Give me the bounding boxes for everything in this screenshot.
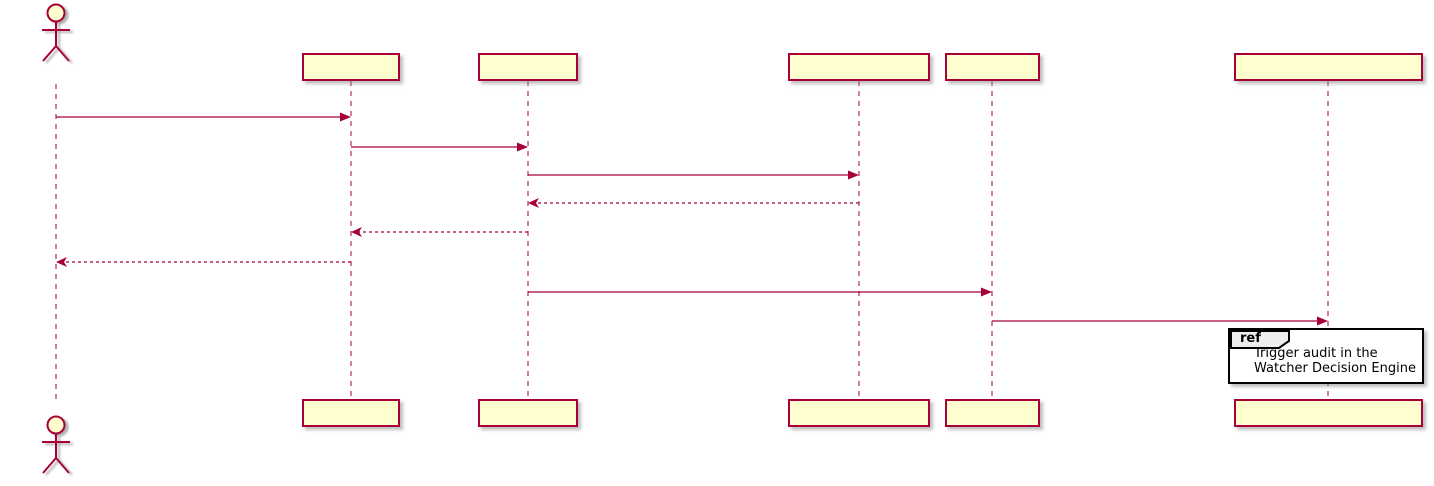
participant-watcher-decision-engine-top <box>1233 53 1423 81</box>
message-arrowhead-7 <box>1317 316 1328 326</box>
ref-keyword: ref <box>1240 331 1261 346</box>
participant-watcher-decision-engine-bottom <box>1233 399 1423 427</box>
ref-text-line-2: Watcher Decision Engine <box>1254 361 1416 376</box>
participant-watcher-cli-top <box>302 53 400 81</box>
ref-header-tab <box>1230 330 1290 349</box>
participant-watcher-api-bottom <box>478 399 578 427</box>
participant-amqp-bus-bottom <box>944 399 1040 427</box>
actor-icon-administrator-bottom <box>42 415 70 474</box>
message-arrowhead-1 <box>517 142 528 152</box>
message-arrowhead-5 <box>56 257 67 267</box>
participant-watcher-database-top <box>788 53 930 81</box>
message-arrowhead-4 <box>351 227 362 237</box>
participant-amqp-bus-top <box>944 53 1040 81</box>
participant-watcher-database-bottom <box>788 399 930 427</box>
message-arrowhead-2 <box>848 170 859 180</box>
message-arrowhead-6 <box>981 287 992 297</box>
message-arrowhead-3 <box>528 198 539 208</box>
actor-icon-administrator-top <box>42 3 70 62</box>
ref-text-line-1: Trigger audit in the <box>1254 346 1378 361</box>
participant-watcher-api-top <box>478 53 578 81</box>
participant-watcher-cli-bottom <box>302 399 400 427</box>
message-arrowhead-0 <box>340 112 351 122</box>
